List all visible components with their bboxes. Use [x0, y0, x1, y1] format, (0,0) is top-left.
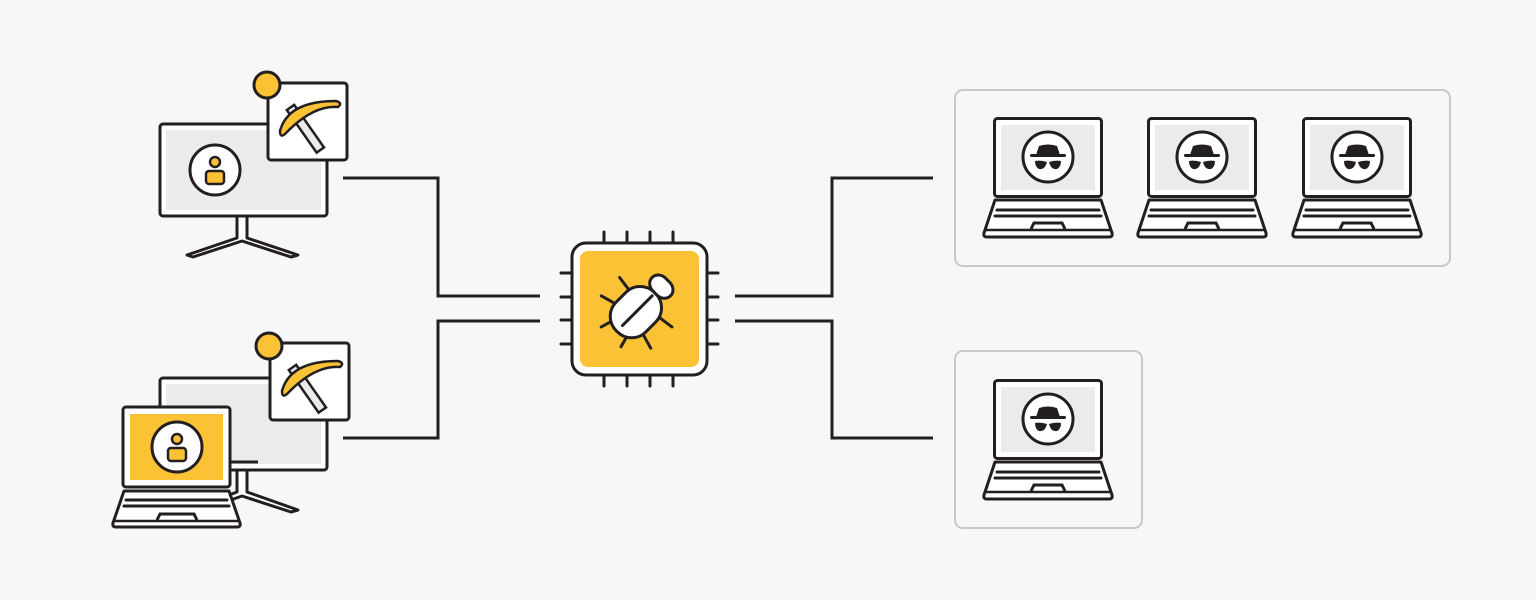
user-icon	[188, 143, 242, 197]
bug-chip-icon	[559, 230, 720, 388]
status-dot-icon	[252, 70, 282, 100]
miner-desktop	[158, 70, 349, 259]
hacker-laptop-icon	[982, 117, 1114, 239]
pickaxe-icon	[268, 341, 351, 422]
hacker-laptop-icon	[1291, 117, 1423, 239]
target-single-box	[954, 350, 1143, 529]
status-dot-icon	[254, 331, 284, 361]
target-group-box	[954, 89, 1451, 267]
connector-target-group	[735, 176, 933, 298]
connector-miner-1	[343, 176, 540, 298]
connector-target-single	[735, 319, 933, 440]
connector-miner-2	[343, 319, 540, 440]
pickaxe-icon	[266, 81, 349, 162]
hacker-laptop-icon	[982, 379, 1114, 501]
user-icon	[150, 420, 204, 474]
hacker-laptop-icon	[1136, 117, 1268, 239]
miner-laptop-monitor	[111, 331, 351, 529]
connectors	[343, 176, 933, 440]
